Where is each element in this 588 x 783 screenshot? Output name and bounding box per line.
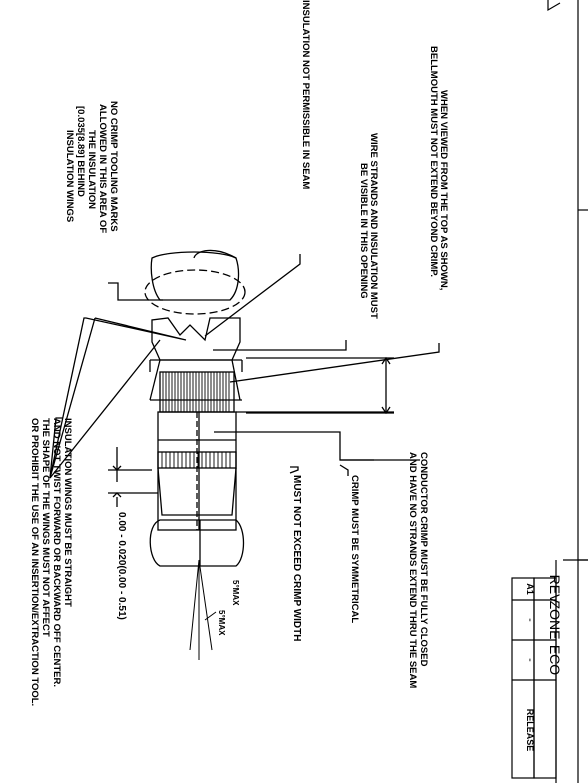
bellmouth-note-line1: WHEN VIEWED FROM THE TOP AS SHOWN, [438,90,449,290]
tooling-marks-line3: THE INSULATION [86,130,97,209]
terminal-drawing [144,249,246,660]
revision-table-text: REV ZONE ECO A1 - - RELEASE [524,575,563,752]
eco-value: - [524,658,536,662]
release-value: RELEASE [525,709,535,752]
wire-strands-line1: WIRE STRANDS AND INSULATION MUST [368,133,379,319]
tooling-marks-line4: [0.035[8.89] BEHIND [75,106,86,197]
mating-end [149,519,245,567]
wire-end [150,251,240,301]
annotations: WHEN VIEWED FROM THE TOP AS SHOWN, BELLM… [29,0,449,706]
rev-header: REV [547,575,563,604]
revision-table [511,577,557,779]
insulation-wings-line3: THE SHAPE OF THE WINGS MUST NOT AFFECT [40,418,51,637]
tooling-marks-line1: NO CRIMP TOOLING MARKS [108,101,119,232]
bellmouth-note-line2: BELLMOUTH MUST NOT EXTEND BEYOND CRIMP. [428,46,439,277]
crimp-width-note: MUST NOT EXCEED CRIMP WIDTH [291,475,302,641]
angle-label-2: 5°MAX [217,610,226,636]
tooling-marks-line5: INSULATION WINGS [64,130,75,222]
insulation-wings-line1: INSULATION WINGS MUST BE STRAIGHT [62,418,73,607]
insulation-wings-line4: OR PROHIBIT THE USE OF AN INSERTION/EXTR… [29,418,40,706]
insulation-wings-line2: AND NOT TWIST FORWARD OR BACKWARD OFF CE… [51,418,62,687]
tooling-marks-line2: ALLOWED IN THIS AREA OF [97,104,108,233]
zone-value: - [524,618,536,622]
insulation-seam-note: INSULATION NOT PERMISSIBLE IN SEAM [300,0,311,189]
wire-strands-line2: BE VISIBLE IN THIS OPENING [358,163,369,299]
conductor-crimp-line2: AND HAVE NO STRANDS EXTEND THRU THE SEAM [407,452,418,688]
conductor-crimp-line1: CONDUCTOR CRIMP MUST BE FULLY CLOSED [418,452,429,667]
strand-hatching [162,372,230,412]
corner-triangle-icon [547,0,561,12]
leader-lines [49,254,440,507]
eco-header: ECO [547,645,563,675]
zone-header: ZONE [547,601,563,640]
insulation-wings [151,317,241,361]
symmetrical-note: CRIMP MUST BE SYMMETRICAL [349,475,360,623]
rev-value: A1 [525,583,535,595]
bellmouth-dimension: 0.00 - 0.020(0.00 - 0.51) [116,512,127,620]
insulation-ellipse [144,269,246,315]
angle-label-1: 5°MAX [231,580,240,606]
